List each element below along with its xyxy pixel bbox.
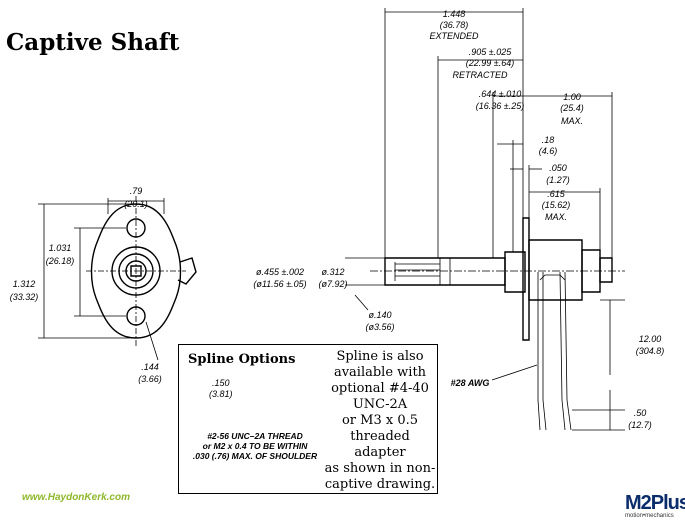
spline-square bbox=[130, 265, 142, 277]
retracted-mm-label: (22.99 ±.64) bbox=[466, 58, 514, 68]
extended-label: 1.448 bbox=[443, 9, 466, 19]
extended-text: EXTENDED bbox=[429, 31, 479, 41]
shaft bbox=[384, 257, 506, 286]
lead-exit bbox=[177, 257, 197, 285]
flange-thickness-mm-label: (1.27) bbox=[546, 175, 570, 185]
strip-length-label: .50 bbox=[634, 408, 647, 418]
body-length-mm-label: (16.36 ±.25) bbox=[476, 101, 524, 111]
rear-length-label: .615 bbox=[547, 189, 566, 199]
spline-heading: Spline Options bbox=[188, 352, 296, 367]
height-mm-label: (33.32) bbox=[10, 292, 39, 302]
lead-length-mm-label: (304.8) bbox=[636, 346, 665, 356]
website-link[interactable]: www.HaydonKerk.com bbox=[22, 492, 130, 503]
front-width-label: .79 bbox=[130, 186, 143, 196]
shaft-dia-mm-label: (ø7.92) bbox=[318, 279, 347, 289]
spline-options-box: Spline Options .150 (3.81) #2-56 UNC–2A … bbox=[178, 344, 438, 494]
front-view: .79 (20.1) 1.031 (26.18) 1.312 (33.32) .… bbox=[10, 186, 197, 384]
boss-dia-mm-label: (ø11.56 ±.05) bbox=[253, 279, 306, 289]
boss-dia-label: ø.455 ±.002 bbox=[256, 267, 304, 277]
retracted-label: .905 ±.025 bbox=[469, 47, 512, 57]
tip-dia-label: ø.140 bbox=[368, 310, 391, 320]
flange-thickness-label: .050 bbox=[549, 163, 567, 173]
rear-length-text: MAX. bbox=[545, 212, 567, 222]
spline-note: #2-56 UNC–2A THREAD or M2 x 0.4 TO BE WI… bbox=[192, 431, 318, 461]
page-title: Captive Shaft bbox=[6, 29, 180, 56]
height-label: 1.312 bbox=[13, 279, 36, 289]
side-view: 1.448 (36.78) EXTENDED .905 ±.025 (22.99… bbox=[253, 8, 665, 431]
tip-dia-mm-label: (ø3.56) bbox=[365, 322, 394, 332]
flange-offset-mm-label: (4.6) bbox=[539, 146, 558, 156]
shaft-dia-label: ø.312 bbox=[321, 267, 344, 277]
hole-spacing-label: 1.031 bbox=[49, 243, 72, 253]
max-length-label: 1.00 bbox=[563, 92, 581, 102]
spline-dimension: .150 (3.81) bbox=[209, 378, 233, 399]
hole-spacing-mm-label: (26.18) bbox=[46, 256, 75, 266]
body-length-label: .644 ±.010 bbox=[479, 89, 521, 99]
extended-mm-label: (36.78) bbox=[440, 20, 469, 30]
flange bbox=[522, 217, 530, 341]
m2plus-logo: M2Plus bbox=[625, 492, 685, 514]
rear-length-mm-label: (15.62) bbox=[542, 200, 571, 210]
retracted-text: RETRACTED bbox=[452, 70, 508, 80]
rear-shaft bbox=[599, 257, 613, 283]
lead-wire-1 bbox=[537, 272, 541, 431]
flange-offset-label: .18 bbox=[542, 135, 555, 145]
awg-label: #28 AWG bbox=[451, 378, 490, 388]
front-width-mm-label: (20.1) bbox=[124, 199, 148, 209]
m2plus-tagline: motion•mechanics bbox=[625, 513, 674, 519]
hole-dia-label: .144 bbox=[141, 362, 159, 372]
hole-dia-mm-label: (3.66) bbox=[138, 374, 162, 384]
lead-length-label: 12.00 bbox=[639, 334, 662, 344]
rear-housing bbox=[581, 249, 601, 293]
max-length-mm-label: (25.4) bbox=[560, 103, 584, 113]
spline-description: Spline is also available with optional #… bbox=[324, 349, 436, 492]
strip-length-mm-label: (12.7) bbox=[628, 420, 652, 430]
boss bbox=[504, 251, 526, 293]
max-length-text: MAX. bbox=[561, 116, 583, 126]
motor-body bbox=[528, 239, 583, 301]
